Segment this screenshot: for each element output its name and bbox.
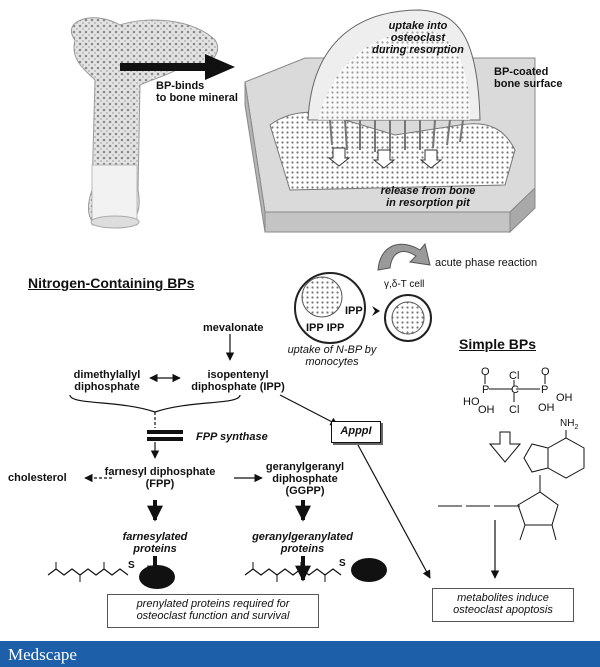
appi-label: ApppI — [340, 425, 372, 437]
femur-illustration — [71, 17, 218, 229]
conversion-arrow-icon — [488, 431, 522, 463]
appi-box — [331, 421, 381, 443]
nitrogen-bps-title: Nitrogen-Containing BPs — [28, 275, 195, 291]
fpp-synthase-inhibitor-bars — [147, 430, 183, 441]
pathway-arrows — [69, 334, 500, 579]
cholesterol-label: cholesterol — [8, 472, 67, 484]
acute-phase-arrow — [377, 242, 431, 271]
nh2-label: NH2 — [560, 418, 579, 431]
acute-phase-label: acute phase reaction — [435, 257, 538, 269]
prenylated-proteins-box — [107, 594, 319, 628]
farnesyl-chain — [47, 562, 175, 589]
fpp-label: farnesyl diphosphate(FPP) — [104, 466, 216, 490]
thioether-s-right: S — [339, 558, 346, 569]
medscape-logo: Medscape — [8, 645, 77, 664]
simple-bp-structure — [484, 375, 546, 402]
thioether-s-left: S — [128, 560, 135, 571]
monocyte-cell — [294, 272, 366, 344]
ipp-label-single: IPP — [345, 305, 363, 317]
binding-arrow — [120, 54, 235, 80]
t-cell — [384, 294, 432, 342]
bone-surface-block — [244, 9, 536, 234]
gamma-delta-t-cell-label: γ,δ-T cell — [384, 279, 425, 290]
diagram-graphics — [47, 9, 585, 589]
simple-bps-title: Simple BPs — [459, 336, 537, 352]
geranylgeranyl-chain — [244, 558, 387, 582]
appcp-structure — [438, 430, 585, 541]
metabolites-apoptosis-box — [432, 588, 574, 622]
ipp-arrowhead-icon — [372, 306, 380, 316]
mevalonate-label: mevalonate — [203, 322, 264, 334]
fpp-synthase-label: FPP synthase — [196, 431, 268, 443]
footer-bar: Medscape — [0, 641, 600, 667]
ipp-label-double: IPP IPP — [306, 322, 345, 334]
